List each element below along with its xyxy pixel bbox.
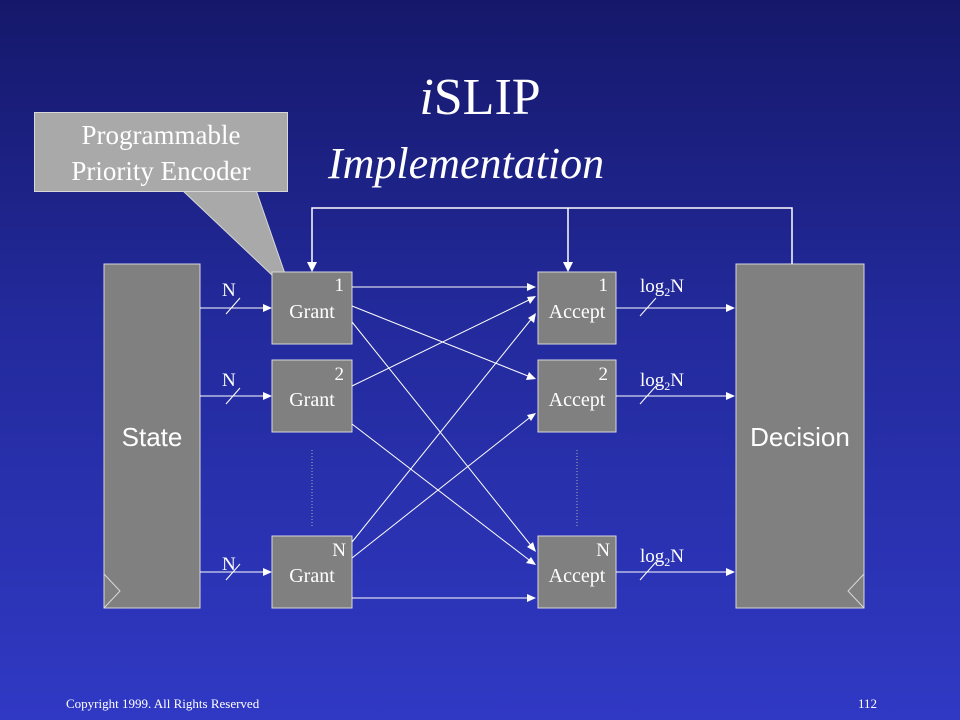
state-label: State bbox=[122, 422, 183, 452]
crossbar-lines bbox=[351, 283, 536, 602]
callout-line-1: Programmable bbox=[81, 120, 241, 150]
decision-block-corner bbox=[847, 573, 865, 609]
slide-title: iSLIP bbox=[0, 68, 960, 128]
grant-index: N bbox=[332, 540, 346, 561]
input-width-label: N bbox=[222, 554, 236, 575]
state-block bbox=[103, 263, 201, 609]
input-width-label: N bbox=[222, 370, 236, 391]
input-line-n: N bbox=[200, 554, 272, 581]
accept-label: Accept bbox=[549, 565, 606, 587]
output-width-label: log2N bbox=[640, 276, 684, 299]
grant-arbiter-n: N Grant bbox=[271, 535, 353, 609]
input-line-1: N bbox=[200, 280, 272, 315]
grant-arbiter-1: 1 Grant bbox=[271, 271, 353, 345]
state-block-corner bbox=[103, 573, 121, 609]
callout-line-2: Priority Encoder bbox=[71, 156, 251, 186]
accept-arbiter-2: 2 Accept bbox=[537, 359, 617, 433]
slide-subtitle: Implementation bbox=[328, 139, 605, 188]
title-italic-prefix: i bbox=[419, 69, 434, 126]
accept-index: N bbox=[596, 540, 610, 561]
feedback-arrow-accept bbox=[563, 262, 573, 272]
output-line-1: log2N bbox=[616, 276, 735, 317]
grant-label: Grant bbox=[289, 389, 335, 411]
accept-index: 2 bbox=[599, 364, 609, 385]
feedback-loop bbox=[311, 207, 793, 268]
accept-index: 1 bbox=[599, 275, 609, 296]
copyright-footer: Copyright 1999. All Rights Reserved bbox=[66, 696, 260, 711]
accept-label: Accept bbox=[549, 389, 606, 411]
accept-arbiter-n: N Accept bbox=[537, 535, 617, 609]
decision-block bbox=[735, 263, 865, 609]
output-width-label: log2N bbox=[640, 370, 684, 393]
priority-encoder-callout: Programmable Priority Encoder bbox=[34, 112, 288, 192]
page-number: 112 bbox=[858, 696, 878, 711]
output-width-label: log2N bbox=[640, 546, 684, 569]
accept-arbiter-1: 1 Accept bbox=[537, 271, 617, 345]
output-line-n: log2N bbox=[616, 546, 735, 581]
input-width-label: N bbox=[222, 280, 236, 301]
grant-arbiter-2: 2 Grant bbox=[271, 359, 353, 433]
accept-label: Accept bbox=[549, 301, 606, 323]
grant-index: 2 bbox=[335, 364, 345, 385]
title-main: SLIP bbox=[433, 69, 541, 126]
output-line-2: log2N bbox=[616, 370, 735, 405]
grant-label: Grant bbox=[289, 301, 335, 323]
input-line-2: N bbox=[200, 370, 272, 405]
decision-label: Decision bbox=[750, 422, 850, 452]
feedback-arrow-grant bbox=[307, 262, 317, 272]
grant-index: 1 bbox=[335, 275, 345, 296]
grant-label: Grant bbox=[289, 565, 335, 587]
